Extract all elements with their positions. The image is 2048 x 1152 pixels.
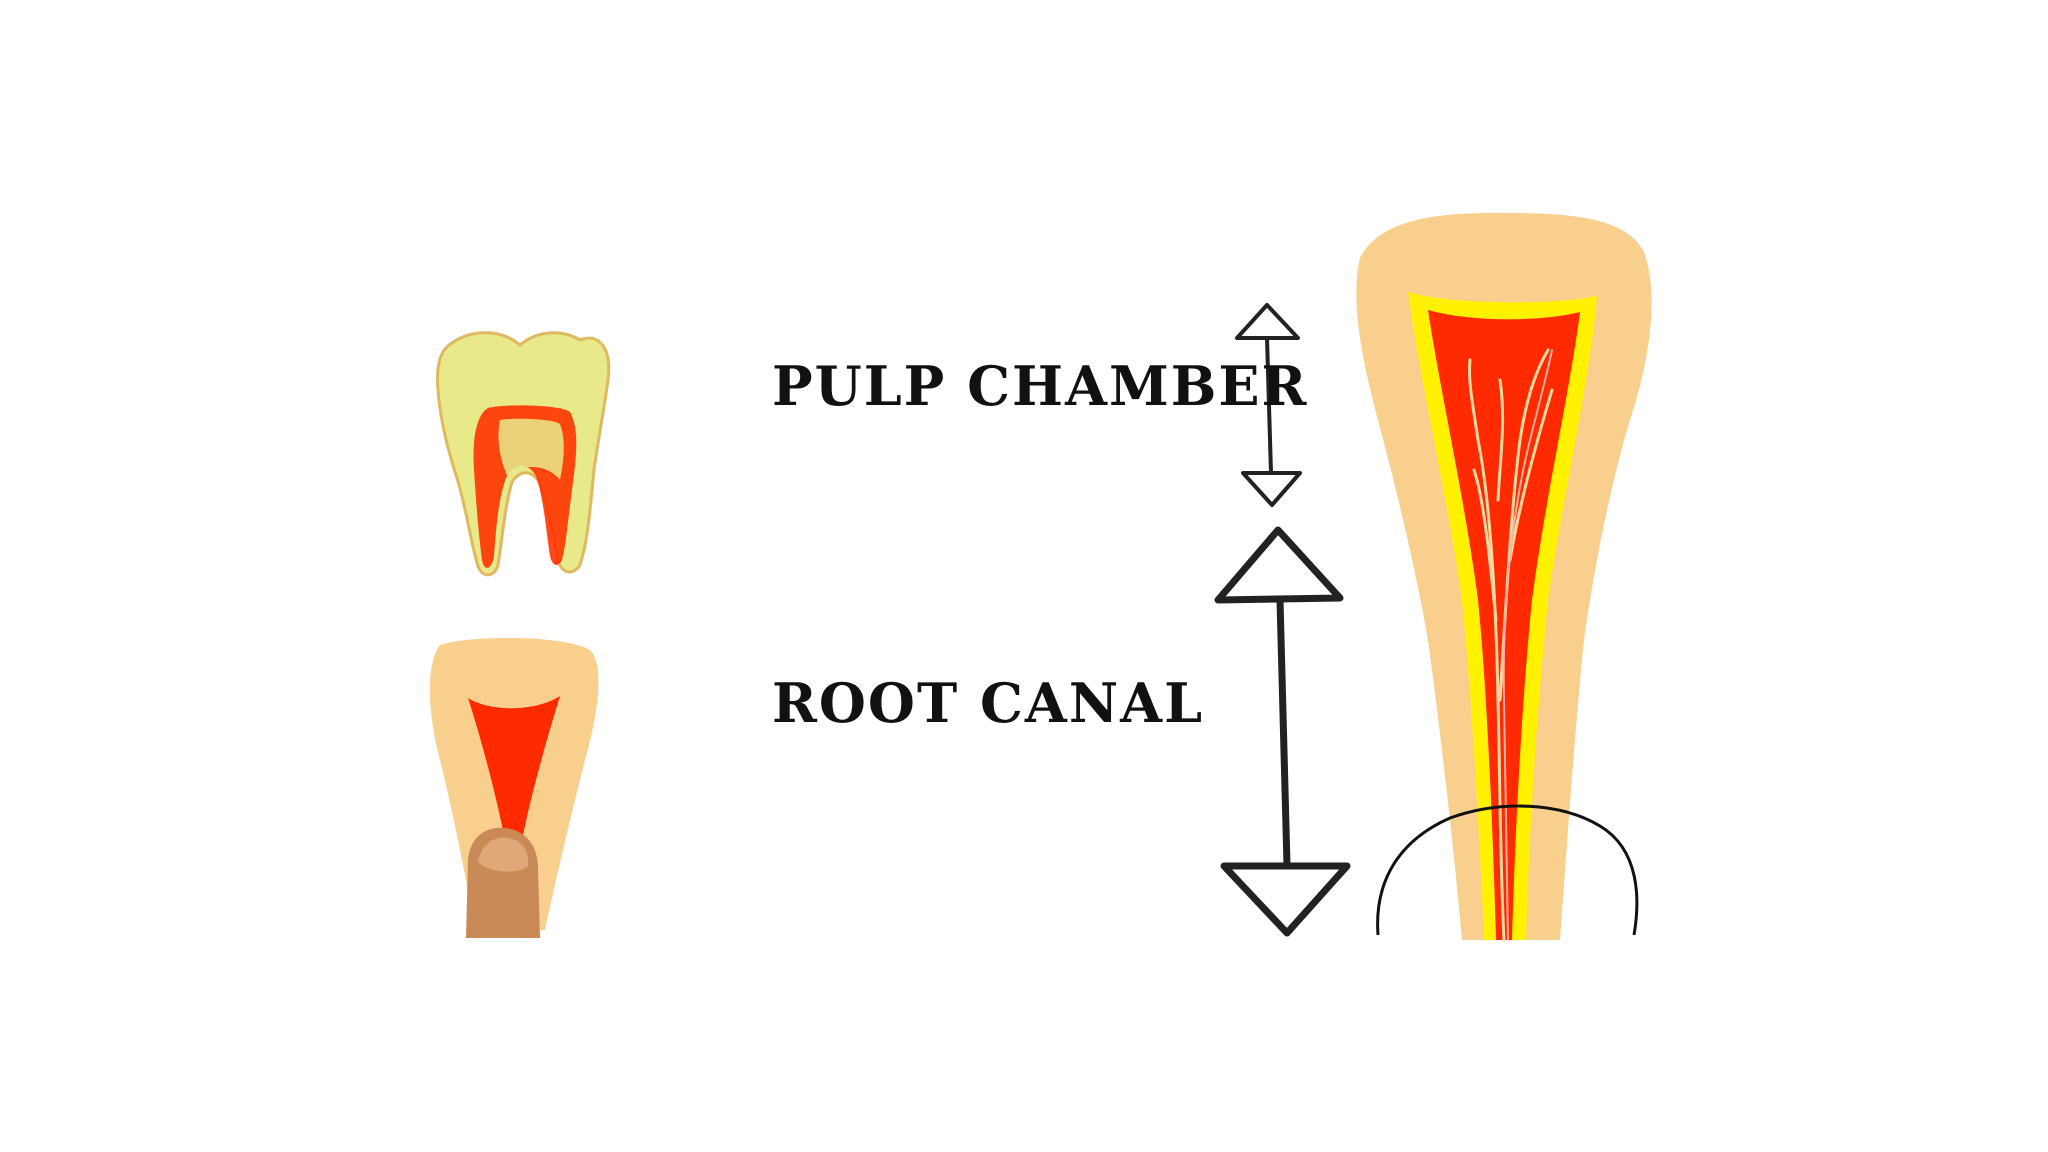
- double-arrow-icon: [1214, 526, 1351, 937]
- pulp-chamber-label: PULP CHAMBER: [772, 354, 1309, 418]
- molar-cross-section-icon: [436, 331, 611, 577]
- root-canal-label: ROOT CANAL: [772, 671, 1205, 735]
- incisor-cross-section-large: [1356, 212, 1652, 942]
- fingertip-icon: [466, 827, 540, 938]
- double-arrow-icon: [1235, 303, 1302, 507]
- circle-highlight-icon: [1376, 804, 1639, 936]
